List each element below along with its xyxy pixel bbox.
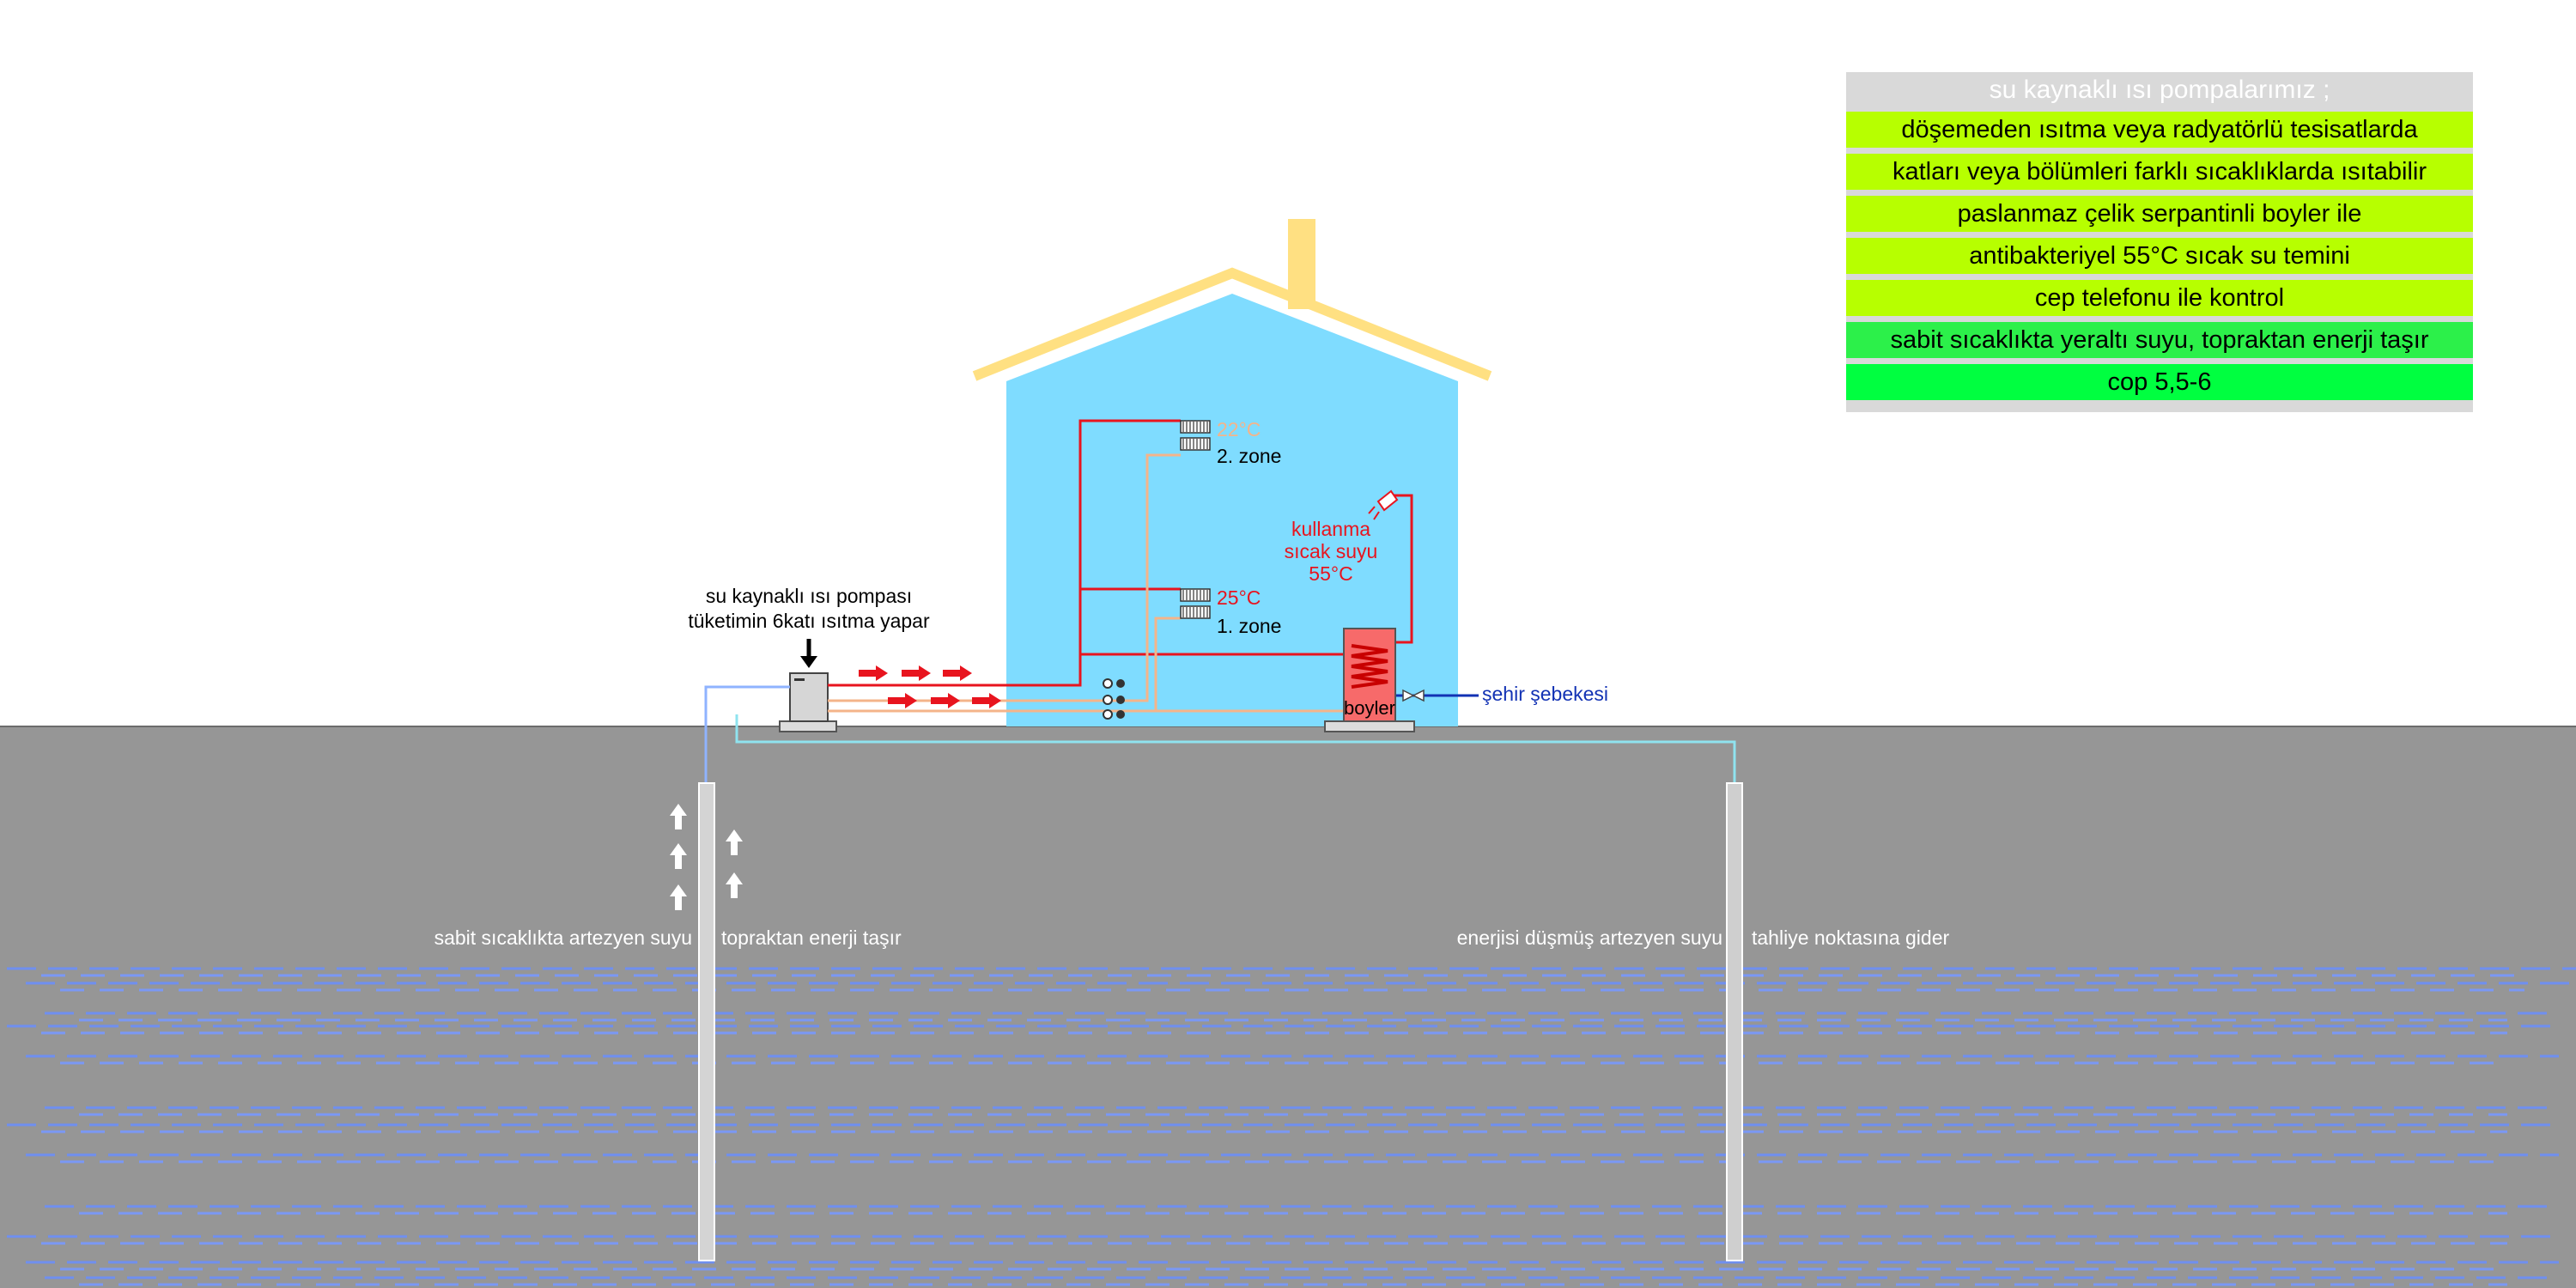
right-arrow-icon <box>931 693 960 708</box>
pump-label-line1: su kaynaklı ısı pompası <box>706 585 912 607</box>
supply-left-label: sabit sıcaklıkta artezyen suyu <box>434 927 692 949</box>
return-well <box>1726 782 1743 1261</box>
shower-head-icon <box>1368 489 1399 520</box>
down-arrow-icon <box>800 656 817 668</box>
feature-row-7: cop 5,5-6 <box>1846 364 2473 400</box>
right-arrow-icon <box>943 665 972 681</box>
supply-well <box>698 782 715 1261</box>
boiler-coil-icon <box>1351 644 1388 689</box>
ground <box>0 726 2576 1288</box>
groundwater-layer <box>7 967 2576 1286</box>
radiator-icon-zone1 <box>1180 588 1211 619</box>
hot-water-label-3: 55°C <box>1309 562 1352 585</box>
upward-flow-arrows <box>670 804 743 910</box>
feature-row-5: cep telefonu ile kontrol <box>1846 280 2473 316</box>
right-arrow-icon <box>859 665 888 681</box>
feature-row-4: antibakteriyel 55°C sıcak su temini <box>1846 238 2473 274</box>
boiler-base <box>1324 720 1415 732</box>
heat-pump-unit <box>789 672 829 722</box>
up-arrow-icon <box>726 872 743 898</box>
up-arrow-icon <box>670 884 687 910</box>
hot-flow-arrows <box>859 665 1001 708</box>
hot-supply-pipe <box>828 419 1181 687</box>
valve-icon <box>1402 689 1425 702</box>
zone2-temp: 22°C <box>1217 418 1261 440</box>
manifold-icon <box>1103 678 1125 720</box>
up-arrow-icon <box>670 804 687 829</box>
up-arrow-icon <box>670 843 687 869</box>
heat-pump-display <box>794 678 805 681</box>
roof <box>972 267 1492 381</box>
city-water-label: şehir şebekesi <box>1482 683 1608 705</box>
pump-label-line2: tüketimin 6katı ısıtma yapar <box>688 610 930 632</box>
radiator-icon-zone2 <box>1180 420 1211 451</box>
features-title: su kaynaklı ısı pompalarımız ; <box>1989 76 2330 104</box>
right-arrow-icon <box>902 665 931 681</box>
supply-right-label: topraktan enerji taşır <box>721 927 902 949</box>
feature-row-6: sabit sıcaklıkta yeraltı suyu, topraktan… <box>1846 322 2473 358</box>
heat-pump-base <box>779 720 837 732</box>
return-pipe-zone1 <box>1154 617 1181 711</box>
hot-water-pipe <box>1391 494 1413 644</box>
return-right-label: tahliye noktasına gider <box>1752 927 1949 949</box>
feature-row-1: döşemeden ısıtma veya radyatörlü tesisat… <box>1846 112 2473 148</box>
right-arrow-icon <box>888 693 917 708</box>
feature-row-3: paslanmaz çelik serpantinli boyler ile <box>1846 196 2473 232</box>
hot-water-label-1: kullanma <box>1291 518 1370 540</box>
right-arrow-icon <box>972 693 1001 708</box>
hot-water-label-2: sıcak suyu <box>1285 540 1378 562</box>
feature-row-2: katları veya bölümleri farklı sıcaklıkla… <box>1846 154 2473 190</box>
zone2-label: 2. zone <box>1217 445 1281 467</box>
zone1-temp: 25°C <box>1217 586 1261 609</box>
house-body <box>1006 294 1458 726</box>
up-arrow-icon <box>726 829 743 855</box>
return-left-label: enerjisi düşmüş artezyen suyu <box>1457 927 1722 949</box>
boiler-label: boyler <box>1344 697 1395 719</box>
zone1-label: 1. zone <box>1217 615 1281 637</box>
